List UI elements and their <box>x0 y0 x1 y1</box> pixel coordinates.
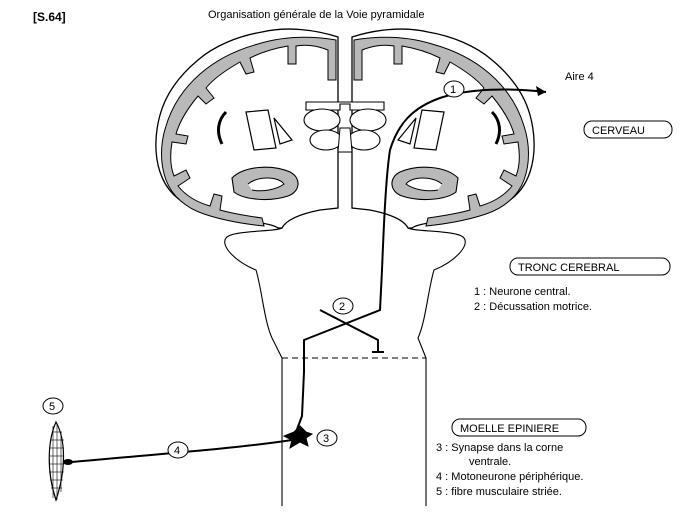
tronc-box <box>509 257 671 276</box>
left-thalamus-lower <box>309 129 343 151</box>
decussation-fibre <box>319 309 379 352</box>
brainstem-spinalcord <box>224 227 466 506</box>
marker-1-label: 1 <box>450 84 456 96</box>
right-hippocampus <box>405 177 443 192</box>
cerveau-label: CERVEAU <box>592 125 645 137</box>
moelle-box <box>451 418 587 437</box>
striated-muscle-fibre <box>48 420 73 502</box>
third-ventricle <box>337 127 353 153</box>
diagram-title: Organisation générale de la Voie pyramid… <box>208 9 424 21</box>
marker-3-label: 3 <box>323 433 329 445</box>
left-basal-ganglia <box>245 109 277 151</box>
right-hemisphere-outline <box>351 28 535 229</box>
legend-line-5: 5 : fibre musculaire striée. <box>436 486 562 498</box>
motor-endplate <box>63 459 73 465</box>
cerveau-box <box>583 120 673 139</box>
right-thalamus <box>349 108 387 132</box>
legend-line-4: 4 : Motoneurone périphérique. <box>436 471 583 483</box>
brain-section <box>155 28 535 229</box>
brainstem-left-edge <box>224 227 283 506</box>
right-lentiform <box>396 117 417 145</box>
left-lentiform <box>273 117 294 145</box>
legend-line-3b: ventrale. <box>469 456 511 468</box>
moelle-label: MOELLE EPINIERE <box>460 423 559 435</box>
marker-2-label: 2 <box>339 301 345 313</box>
marker-2: 2 <box>332 297 354 315</box>
left-thalamus <box>303 108 341 132</box>
left-cortex <box>161 36 337 227</box>
peripheral-motoneuron <box>71 439 293 463</box>
central-neuron-fibre <box>295 88 547 433</box>
legend-line-3a: 3 : Synapse dans la corne <box>436 442 563 454</box>
legend-line-1: 1 : Neurone central. <box>474 286 571 298</box>
pyramidal-pathway <box>48 86 547 502</box>
left-hemisphere-outline <box>155 28 339 229</box>
brainstem-right-edge <box>407 227 466 506</box>
left-insula-mark <box>217 110 228 145</box>
tronc-label: TRONC CEREBRAL <box>518 262 619 274</box>
marker-3: 3 <box>316 429 338 447</box>
reference-tag: [S.64] <box>33 10 66 24</box>
marker-4: 4 <box>167 441 189 459</box>
marker-5-label: 5 <box>49 401 55 413</box>
synapse-star <box>282 425 314 450</box>
right-basal-ganglia <box>413 109 445 151</box>
legend-line-2: 2 : Décussation motrice. <box>474 301 592 313</box>
right-thalamus-lower <box>347 129 381 151</box>
right-insula-mark <box>490 110 501 145</box>
left-hippocampus <box>247 177 285 192</box>
marker-5: 5 <box>42 397 64 415</box>
area4-label: Aire 4 <box>565 71 594 83</box>
marker-4-label: 4 <box>174 445 180 457</box>
marker-1: 1 <box>443 80 465 98</box>
area4-arrow-head <box>536 86 546 96</box>
